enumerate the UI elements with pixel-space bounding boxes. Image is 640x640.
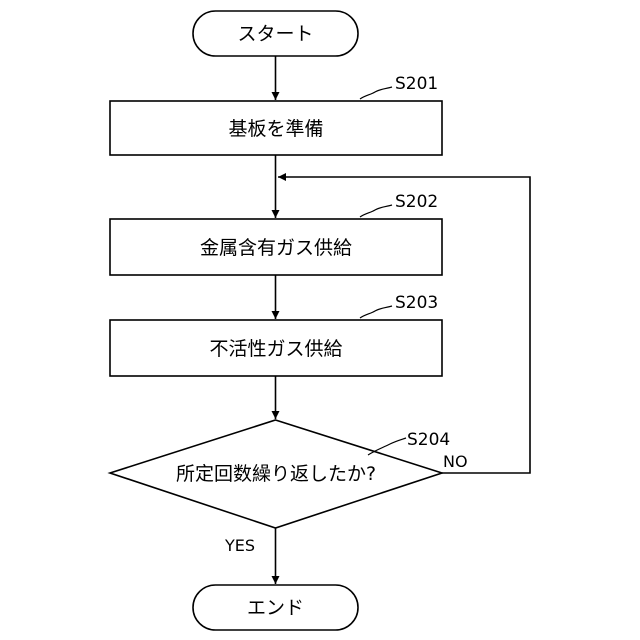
start-node: スタート [193, 11, 358, 56]
step-s203-id: S203 [395, 293, 438, 313]
start-label: スタート [237, 23, 313, 45]
step-s203-leader-line [360, 306, 392, 318]
decision-s204-label: 所定回数繰り返したか? [176, 463, 376, 485]
end-node: エンド [193, 585, 358, 630]
step-s203-label: 不活性ガス供給 [209, 338, 342, 360]
step-s201-label: 基板を準備 [228, 118, 323, 140]
decision-s204-id: S204 [407, 430, 450, 450]
decision-s204-leader-line [368, 438, 406, 455]
step-s202-id: S202 [395, 192, 438, 212]
step-s202-label: 金属含有ガス供給 [200, 237, 352, 259]
end-label: エンド [247, 597, 304, 619]
step-s202-leader-line [360, 205, 392, 217]
decision-no-label: NO [443, 452, 468, 471]
decision-s204: 所定回数繰り返したか? S204 [110, 420, 450, 528]
step-s201-leader-line [360, 87, 392, 99]
decision-yes-label: YES [224, 536, 255, 555]
step-s201-id: S201 [395, 74, 438, 94]
